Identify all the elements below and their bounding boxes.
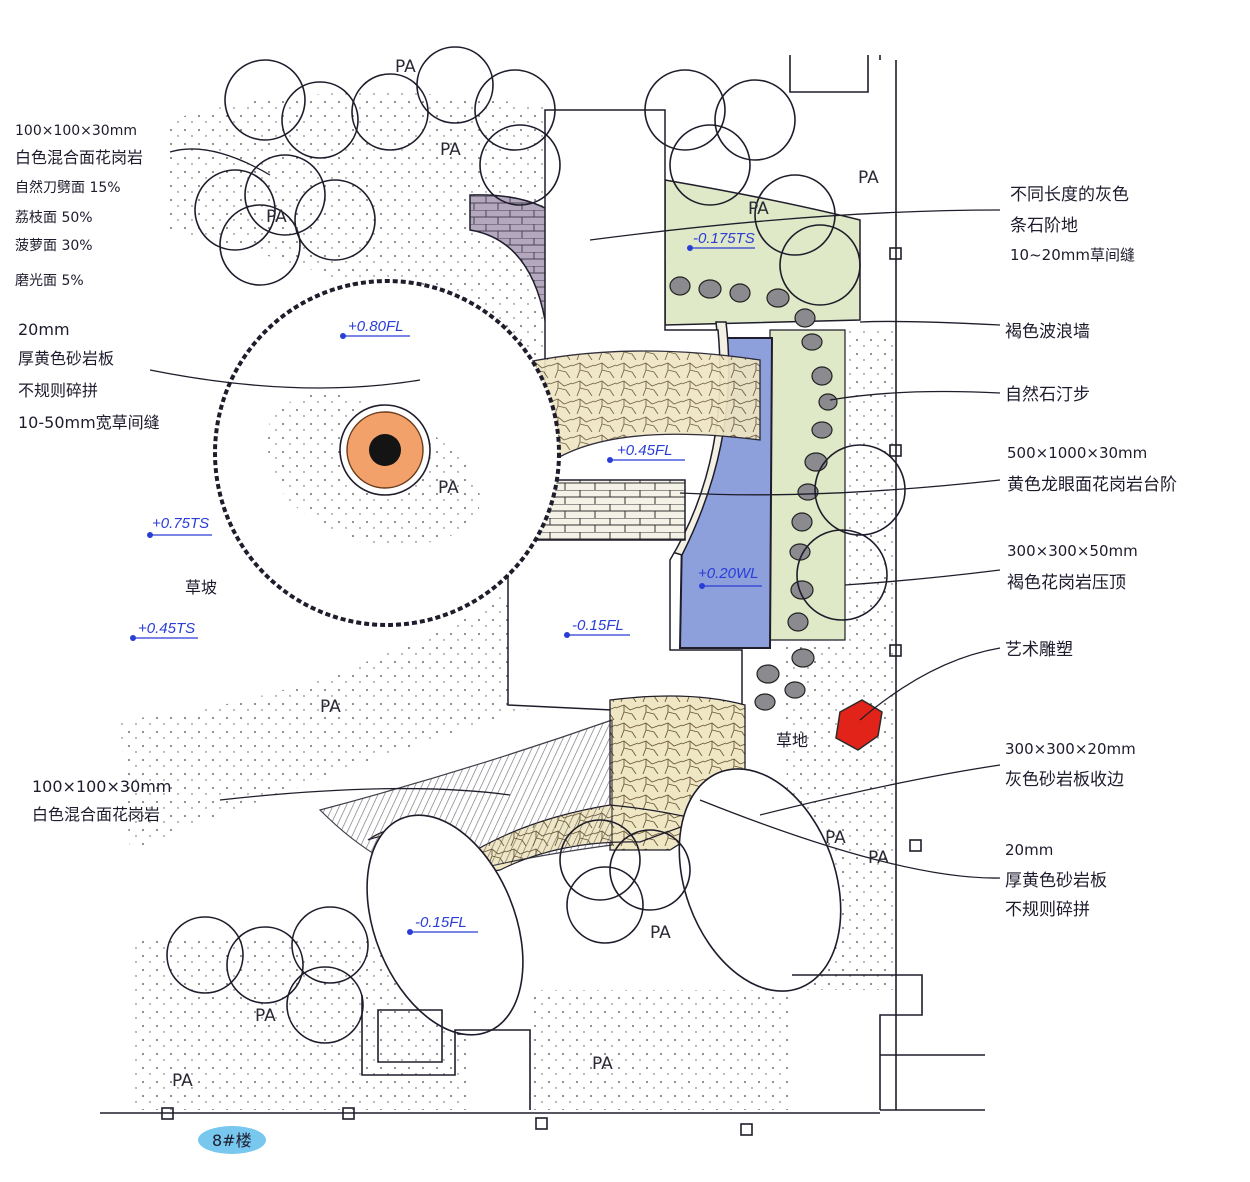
- elevation-mark: +0.20WL: [698, 565, 762, 589]
- svg-text:PA: PA: [172, 1071, 193, 1091]
- svg-text:300×300×50mm: 300×300×50mm: [1007, 542, 1138, 560]
- svg-text:+0.20WL: +0.20WL: [698, 565, 758, 582]
- circular-lawn: [213, 279, 561, 627]
- svg-text:不同长度的灰色: 不同长度的灰色: [1010, 185, 1129, 205]
- annotation-right-7: 300×300×20mm 灰色砂岩板收边: [1005, 740, 1136, 790]
- elevation-marks: -0.175TS +0.80FL +0.45FL +0.75TS +0.45TS…: [130, 230, 762, 935]
- svg-text:100×100×30mm: 100×100×30mm: [32, 777, 171, 796]
- pa-labels: PA PA PA PA PA PA PA PA PA PA PA PA PA: [172, 57, 889, 1091]
- planting-area-bottom: [130, 935, 470, 1110]
- svg-text:10-50mm宽草间缝: 10-50mm宽草间缝: [18, 413, 160, 432]
- svg-text:PA: PA: [858, 168, 879, 188]
- annotation-right-1: 不同长度的灰色 条石阶地 10~20mm草间缝: [1010, 185, 1135, 264]
- svg-text:PA: PA: [255, 1006, 276, 1026]
- elevation-mark: +0.80FL: [340, 318, 410, 339]
- oval-lawn-left: [366, 814, 524, 1036]
- annotation-left-3: 100×100×30mm 白色混合面花岗岩: [32, 777, 171, 824]
- svg-text:PA: PA: [438, 478, 459, 498]
- annotation-right-4: 500×1000×30mm 黄色龙眼面花岗岩台阶: [1007, 444, 1177, 495]
- svg-text:-0.15FL: -0.15FL: [572, 617, 624, 634]
- svg-text:灰色砂岩板收边: 灰色砂岩板收边: [1005, 770, 1124, 790]
- elevation-mark: -0.15FL: [564, 617, 630, 638]
- svg-text:条石阶地: 条石阶地: [1010, 216, 1078, 236]
- svg-text:不规则碎拼: 不规则碎拼: [18, 381, 98, 400]
- svg-text:PA: PA: [320, 697, 341, 717]
- svg-text:PA: PA: [440, 140, 461, 160]
- svg-text:+0.45TS: +0.45TS: [138, 620, 195, 637]
- svg-text:厚黄色砂岩板: 厚黄色砂岩板: [1005, 871, 1107, 891]
- svg-text:100×100×30mm: 100×100×30mm: [15, 123, 137, 139]
- art-sculpture: [835, 699, 883, 751]
- svg-text:黄色龙眼面花岗岩台阶: 黄色龙眼面花岗岩台阶: [1007, 475, 1177, 495]
- svg-text:PA: PA: [748, 199, 769, 219]
- svg-text:PA: PA: [868, 848, 889, 868]
- svg-text:菠萝面 30%: 菠萝面 30%: [15, 238, 93, 254]
- annotation-right-5: 300×300×50mm 褐色花岗岩压顶: [1007, 542, 1138, 593]
- leader-lines: [149, 148, 1001, 879]
- svg-text:20mm: 20mm: [1005, 841, 1053, 859]
- elevation-mark: +0.45FL: [607, 442, 685, 463]
- svg-text:PA: PA: [592, 1054, 613, 1074]
- annotation-left-1: 100×100×30mm 白色混合面花岗岩 自然刀劈面 15% 荔枝面 50% …: [15, 123, 143, 289]
- svg-text:不规则碎拼: 不规则碎拼: [1005, 900, 1090, 920]
- annotation-right-2: 褐色波浪墙: [1005, 322, 1090, 342]
- svg-text:自然刀劈面 15%: 自然刀劈面 15%: [15, 179, 121, 196]
- svg-text:10~20mm草间缝: 10~20mm草间缝: [1010, 246, 1135, 264]
- svg-text:20mm: 20mm: [18, 320, 70, 339]
- stepping-stones: [669, 276, 838, 711]
- svg-text:300×300×20mm: 300×300×20mm: [1005, 740, 1136, 758]
- building-label-bg: [198, 1126, 266, 1154]
- svg-text:磨光面 5%: 磨光面 5%: [15, 273, 84, 289]
- planting-area-bottom-right: [530, 990, 790, 1110]
- annotation-left-2: 20mm 厚黄色砂岩板 不规则碎拼 10-50mm宽草间缝: [18, 320, 160, 432]
- svg-text:-0.175TS: -0.175TS: [693, 230, 755, 247]
- oval-lawn-right: [678, 768, 842, 992]
- svg-text:500×1000×30mm: 500×1000×30mm: [1007, 444, 1147, 462]
- elevation-mark: -0.175TS: [687, 230, 755, 251]
- svg-text:褐色花岗岩压顶: 褐色花岗岩压顶: [1007, 573, 1126, 593]
- elevation-mark: +0.45TS: [130, 620, 198, 641]
- annotation-right-8: 20mm 厚黄色砂岩板 不规则碎拼: [1005, 841, 1107, 920]
- svg-text:厚黄色砂岩板: 厚黄色砂岩板: [18, 349, 114, 368]
- svg-text:PA: PA: [650, 923, 671, 943]
- svg-text:+0.75TS: +0.75TS: [152, 515, 209, 532]
- svg-text:+0.80FL: +0.80FL: [348, 318, 403, 335]
- building-outlines: [361, 974, 985, 1111]
- svg-text:+0.45FL: +0.45FL: [617, 442, 672, 459]
- svg-text:PA: PA: [825, 828, 846, 848]
- elevation-mark: +0.75TS: [147, 515, 212, 538]
- lawn-slope-label: 草坡: [185, 578, 217, 597]
- elevation-mark: -0.15FL: [407, 914, 478, 935]
- svg-text:PA: PA: [266, 207, 287, 227]
- planting-area-left: [120, 560, 560, 850]
- annotation-right-6: 艺术雕塑: [1005, 640, 1073, 660]
- svg-text:-0.15FL: -0.15FL: [415, 914, 467, 931]
- svg-text:荔枝面 50%: 荔枝面 50%: [15, 210, 93, 226]
- svg-text:白色混合面花岗岩: 白色混合面花岗岩: [32, 805, 160, 824]
- annotation-right-3: 自然石汀步: [1005, 385, 1090, 405]
- svg-text:PA: PA: [395, 57, 416, 77]
- svg-text:白色混合面花岗岩: 白色混合面花岗岩: [15, 148, 143, 167]
- lawn-label: 草地: [776, 731, 808, 750]
- building-label: 8#楼: [212, 1131, 252, 1150]
